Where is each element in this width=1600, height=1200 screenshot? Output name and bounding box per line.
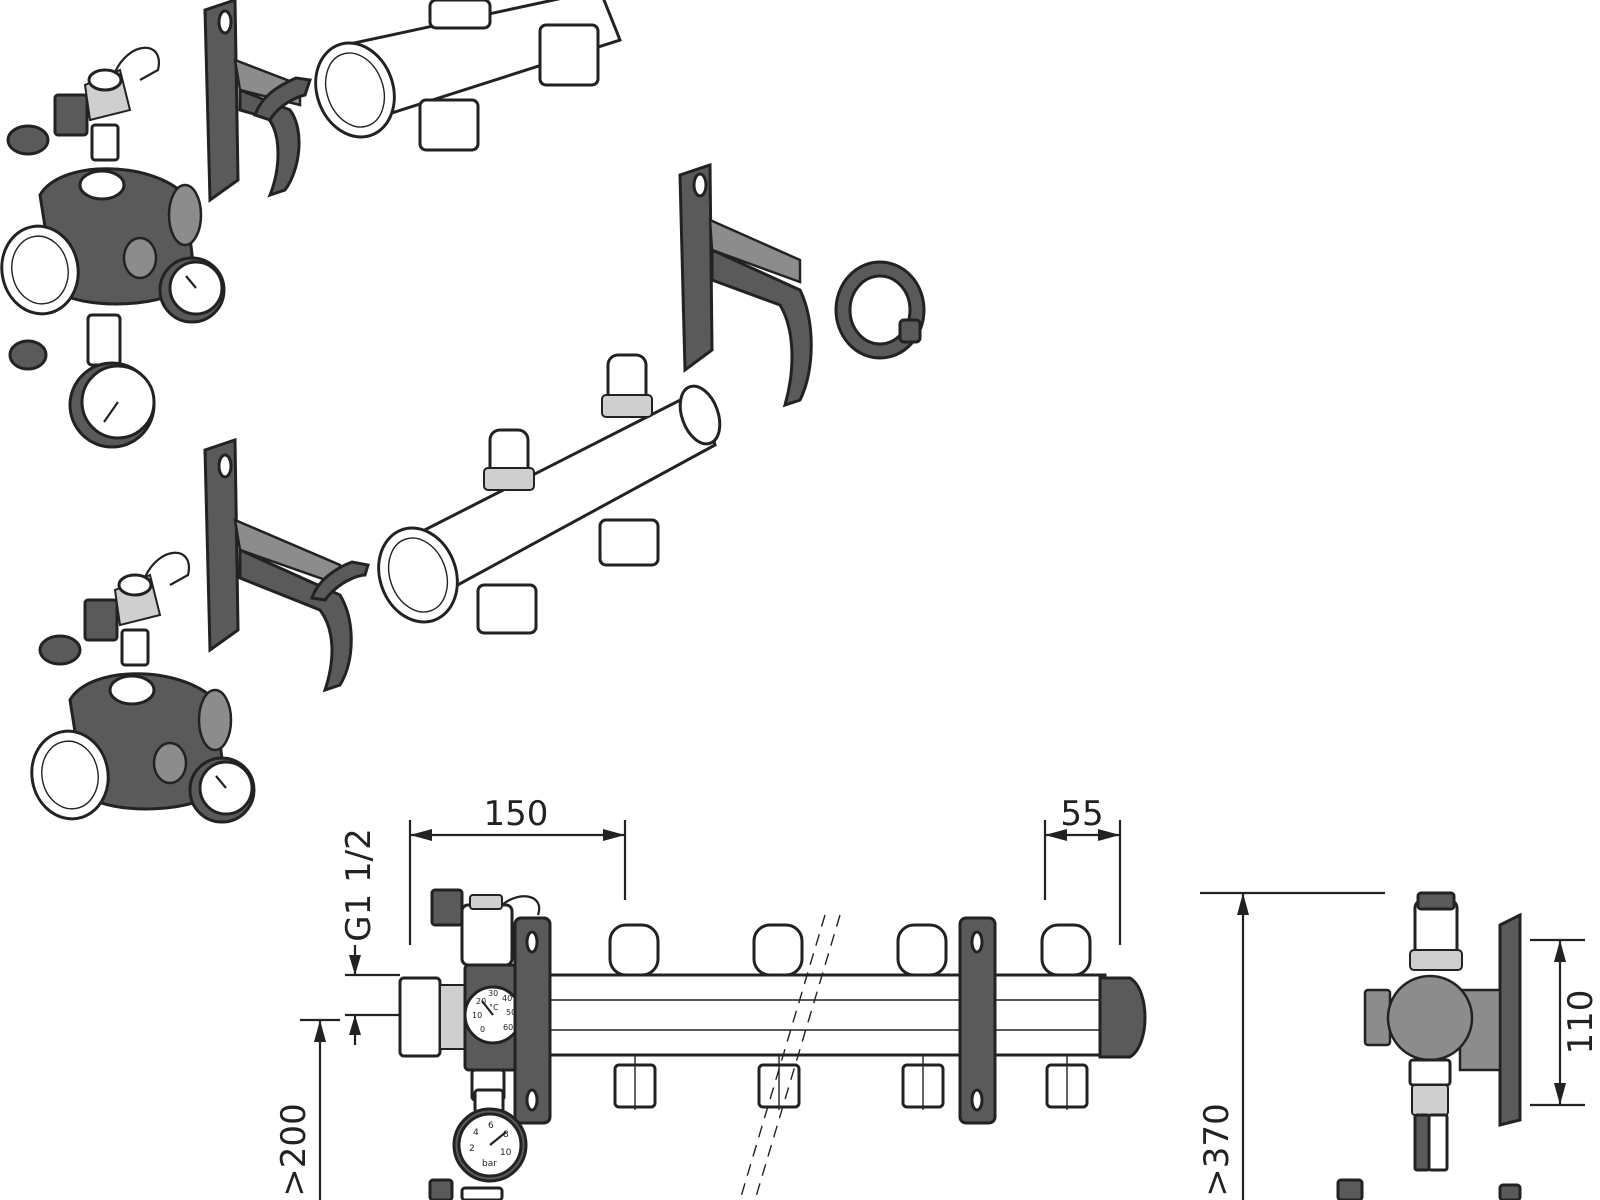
front-view-drawing: 150 55 G1 1/2 >200	[274, 794, 1147, 1200]
exploded-assembly-top	[0, 0, 622, 449]
end-cap-right	[834, 260, 926, 360]
wall-bracket-right	[678, 162, 926, 408]
dimension-370: >370	[1197, 891, 1385, 1200]
pressure-gauge-top	[68, 313, 156, 449]
dimension-150-label: 150	[484, 794, 549, 834]
wall-bracket-top-left	[203, 0, 312, 203]
outlet-valve-3	[896, 923, 948, 1110]
side-bottom-partial	[1336, 1178, 1522, 1200]
pressure-scale-8: 8	[503, 1130, 509, 1140]
dimension-55: 55	[1043, 794, 1122, 945]
dimension-110: 110	[1530, 938, 1600, 1107]
thermo-scale-60: 60	[503, 1023, 513, 1032]
ball-valve-body-bottom	[30, 672, 233, 821]
outlet-valve-2	[752, 923, 804, 1110]
clearance-right-label: >370	[1197, 1103, 1237, 1196]
flow-meter-cap-2	[601, 353, 653, 418]
pressure-scale-10: 10	[500, 1148, 512, 1158]
thermometer-top	[158, 256, 226, 324]
thermometer-bottom	[188, 756, 256, 824]
dimension-clearance-left: >200	[274, 1018, 340, 1200]
side-view-drawing: >370 110	[1197, 891, 1600, 1200]
thermo-scale-0: 0	[480, 1025, 485, 1034]
thermo-scale-40: 40	[502, 994, 512, 1003]
pressure-gauge-front: 2 4 6 8 10 bar	[452, 1088, 528, 1183]
outlet-valve-1	[608, 923, 660, 1110]
thermo-scale-20: 20	[476, 997, 486, 1006]
outlet-valve-4	[1040, 923, 1092, 1110]
flow-meter-cap-1	[483, 428, 535, 491]
pressure-scale-6: 6	[488, 1121, 494, 1131]
clearance-left-label: >200	[274, 1103, 314, 1196]
bottom-row-partial	[428, 1178, 504, 1200]
wall-bracket-bottom-left	[203, 437, 370, 693]
thermo-scale-10: 10	[472, 1011, 482, 1020]
thermo-unit: °C	[489, 1003, 499, 1012]
dimension-55-label: 55	[1060, 794, 1103, 834]
thread-size-label: G1 1/2	[339, 828, 379, 942]
pressure-scale-2: 2	[469, 1144, 475, 1154]
manifold-pipe-middle	[377, 353, 722, 635]
side-bracket	[1458, 912, 1522, 1127]
bracket-height-label: 110	[1561, 990, 1600, 1055]
thermometer-front: 0 10 20 30 40 50 60 °C	[472, 989, 516, 1034]
thermo-scale-30: 30	[488, 989, 498, 998]
fill-drain-valve-top	[6, 46, 161, 371]
exploded-assembly-bottom	[30, 437, 370, 824]
manifold-pipe-top	[314, 0, 622, 152]
dimension-thread: G1 1/2	[339, 828, 400, 1045]
manifold-bar-front	[398, 914, 1147, 1200]
pressure-unit: bar	[482, 1159, 497, 1169]
pressure-scale-4: 4	[473, 1128, 479, 1138]
side-valve-body	[1363, 891, 1474, 1172]
thermo-scale-50: 50	[506, 1008, 516, 1017]
dimension-150: 150	[408, 794, 627, 945]
fill-drain-valve-bottom	[38, 551, 191, 667]
ball-valve-body-top	[0, 167, 203, 316]
